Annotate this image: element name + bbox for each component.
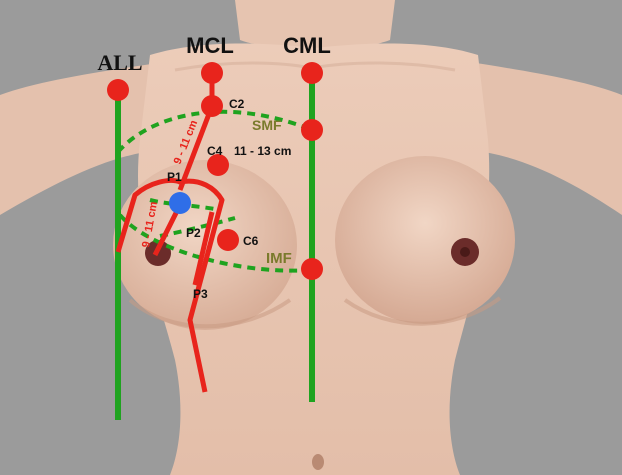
right-nipple [460,247,470,257]
imf-marker [301,258,323,280]
smf-label: SMF [252,117,282,133]
cml-marker [301,62,323,84]
p2-label: P2 [186,226,201,240]
c2-marker [201,95,223,117]
right-breast [335,156,515,324]
p1-label: P1 [167,170,182,184]
all-label: ALL [97,50,142,75]
all-marker [107,79,129,101]
mcl-marker [201,62,223,84]
p3-label: P3 [193,287,208,301]
mcl-label: MCL [186,33,234,58]
cml-label: CML [283,33,331,58]
c4-label: C4 [207,144,223,158]
c6-label: C6 [243,234,259,248]
c6-marker [217,229,239,251]
c4-measure-label: 11 - 13 cm [234,144,291,158]
navel [312,454,324,470]
imf-label: IMF [266,250,292,267]
p1-marker [169,192,191,214]
smf-marker [301,119,323,141]
c2-label: C2 [229,97,245,111]
